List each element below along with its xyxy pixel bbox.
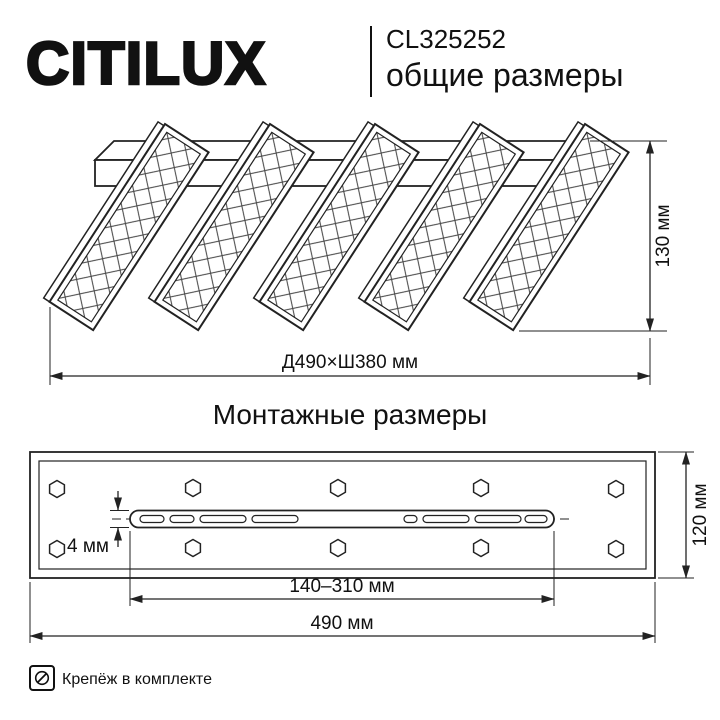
rail-slot <box>139 514 165 524</box>
dimension-slot-span: 140–310 мм <box>129 531 555 606</box>
slot-span-label: 140–310 мм <box>289 576 394 597</box>
mounting-title: Монтажные размеры <box>213 399 488 430</box>
hardware-note: Крепёж в комплекте <box>62 671 212 688</box>
header: CITILUX CL325252 общие размеры <box>25 24 624 98</box>
model-number: CL325252 <box>386 24 506 54</box>
dimension-height: 130 мм <box>519 140 674 332</box>
fixture-drawing: 130 мм Д490×Ш380 мм <box>42 119 674 385</box>
hex-bolt-icon <box>329 538 347 558</box>
plate-inner-outline <box>38 460 647 570</box>
plate-height-label: 120 мм <box>690 483 711 546</box>
hex-bolt-icon <box>48 539 66 559</box>
hex-bolt-icon <box>184 478 202 498</box>
mounting-plate-drawing: 4 мм 120 мм 140–310 мм 490 мм <box>29 451 711 643</box>
hex-bolt-icon <box>607 479 625 499</box>
rail-slot <box>403 514 418 524</box>
footer: Крепёж в комплекте <box>29 665 212 691</box>
hex-bolt-icon <box>329 478 347 498</box>
hex-bolt-icon <box>472 478 490 498</box>
height-dim-label: 130 мм <box>653 204 674 267</box>
page-subtitle: общие размеры <box>386 57 624 93</box>
rail-slot <box>169 514 195 524</box>
dimension-footprint: Д490×Ш380 мм <box>49 307 651 385</box>
rail-slot <box>474 514 522 524</box>
footprint-dim-label: Д490×Ш380 мм <box>282 352 418 373</box>
hex-bolt-icon <box>184 538 202 558</box>
dimension-rail-thickness: 4 мм <box>67 491 129 557</box>
rail-slot <box>251 514 299 524</box>
rail-thickness-label: 4 мм <box>67 536 109 557</box>
hex-bolt-icon <box>472 538 490 558</box>
rail-slot <box>524 514 548 524</box>
hex-bolt-icon <box>48 479 66 499</box>
brand-logo: CITILUX <box>26 30 266 97</box>
dimension-plate-width: 490 мм <box>29 582 656 643</box>
plate-width-label: 490 мм <box>310 613 373 634</box>
rail-slot <box>199 514 247 524</box>
rail-slot <box>422 514 470 524</box>
rail-outline <box>129 509 555 529</box>
screw-in-box-icon <box>29 665 55 691</box>
mounting-rail <box>112 509 572 529</box>
hex-bolt-icon <box>607 539 625 559</box>
dimension-plate-height: 120 мм <box>658 451 711 579</box>
